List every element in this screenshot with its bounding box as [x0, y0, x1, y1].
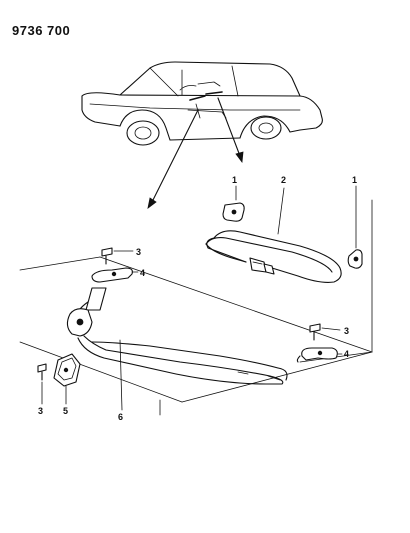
guide-plate-upper [91, 267, 139, 283]
callout-3-bottom: 3 [38, 406, 43, 416]
car-illustration [81, 61, 323, 146]
anchor-bracket-left [222, 185, 245, 222]
callout-3-mid: 3 [344, 326, 349, 336]
bolt-bottom [37, 363, 47, 405]
callout-4-upper: 4 [140, 268, 145, 278]
callout-1-right: 1 [352, 175, 357, 185]
bolt-mid [309, 323, 341, 341]
callout-1-left: 1 [232, 175, 237, 185]
buckle-receiver [53, 353, 81, 405]
retractor-belt-assembly [66, 287, 288, 411]
pointer-arrows [147, 97, 244, 209]
diagram-number: 9736 700 [12, 23, 71, 38]
callout-2-top: 2 [281, 175, 286, 185]
callout-labels: 1 2 1 3 4 3 4 3 5 6 [38, 175, 357, 422]
callout-6-bottom: 6 [118, 412, 123, 422]
bolt-upper [101, 247, 134, 265]
anchor-bracket-right [347, 185, 363, 269]
callout-5-bottom: 5 [63, 406, 68, 416]
callout-3-upper: 3 [136, 247, 141, 257]
seat-belt-loop [205, 187, 342, 283]
guide-plate-mid [296, 347, 343, 363]
callout-4-mid: 4 [344, 349, 349, 359]
